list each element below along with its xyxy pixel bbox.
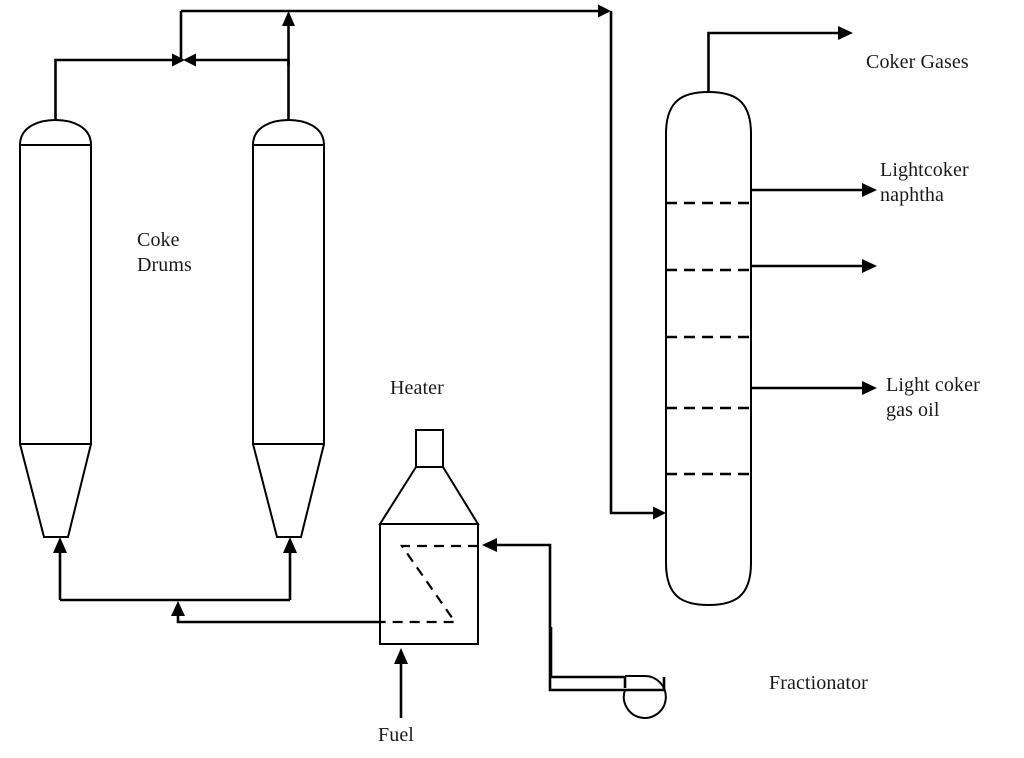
fractionator <box>665 90 752 607</box>
stream-heater-outlet-to-drums <box>53 537 380 624</box>
heater-firebox <box>379 523 479 645</box>
coker-gases-arrowhead <box>838 26 853 40</box>
pump-discharge-pipe <box>497 543 666 692</box>
fractionator-feed-arrowhead <box>653 506 666 520</box>
stream-drum-left-overhead <box>54 53 185 120</box>
label-coke-drums: Coke Drums <box>137 229 192 276</box>
pump <box>622 674 667 719</box>
light-coker-gas-oil-arrowhead <box>862 381 877 395</box>
coke-drum-right-shell <box>252 118 325 538</box>
drum-right-overhead-arrowhead <box>183 53 196 67</box>
fractionator-shell <box>665 90 752 607</box>
heater-transition <box>378 466 480 525</box>
label-heater: Heater <box>390 377 444 399</box>
stream-drum-right-overhead <box>183 11 295 120</box>
drum-right-feed-arrowhead <box>283 537 297 553</box>
coke-drum-left-shell <box>19 118 92 538</box>
label-light-coker-naphtha: Lightcoker naphtha <box>880 159 969 206</box>
middle-side-draw-arrowhead <box>862 259 877 273</box>
stream-fuel-in <box>394 648 408 718</box>
label-fuel: Fuel <box>378 724 414 746</box>
drum-right-overhead-pipe <box>196 58 290 120</box>
heater-outlet-run <box>176 614 380 624</box>
drum-right-riser-arrowhead <box>282 11 295 26</box>
fractionator-feed-pipe <box>609 11 653 515</box>
pump-discharge-arrowhead <box>482 538 497 552</box>
label-coker-gases: Coker Gases <box>866 51 969 73</box>
pump-body <box>622 674 667 719</box>
coker-gases-pipe <box>707 31 838 92</box>
stream-light-coker-naphtha-draw <box>751 183 877 197</box>
stream-coker-gases-out <box>707 26 853 92</box>
stream-combined-overhead-to-fractionator <box>181 4 666 520</box>
bottoms-to-pump-pipe <box>549 627 627 688</box>
top-header-arrowhead <box>598 4 611 18</box>
label-light-coker-gas-oil: Light coker gas oil <box>886 374 980 421</box>
label-fractionator: Fractionator <box>769 672 868 694</box>
drum-left-overhead-pipe <box>54 58 172 120</box>
heater-outlet-arrowhead <box>171 601 185 616</box>
coke-drum-right <box>252 118 325 538</box>
drum-left-feed-arrowhead <box>53 537 67 553</box>
stream-pump-discharge-to-heater <box>482 538 666 692</box>
stream-fractionator-bottoms-to-pump <box>549 627 627 688</box>
light-coker-naphtha-arrowhead <box>862 183 877 197</box>
drum-left-overhead-arrowhead <box>172 53 185 67</box>
stream-light-coker-gas-oil-draw <box>751 381 877 395</box>
heater <box>378 429 480 645</box>
heater-coil <box>380 544 478 624</box>
fuel-arrowhead <box>394 648 408 664</box>
heater-stack <box>415 429 444 468</box>
stream-middle-side-draw <box>751 259 877 273</box>
coke-drum-left <box>19 118 92 538</box>
